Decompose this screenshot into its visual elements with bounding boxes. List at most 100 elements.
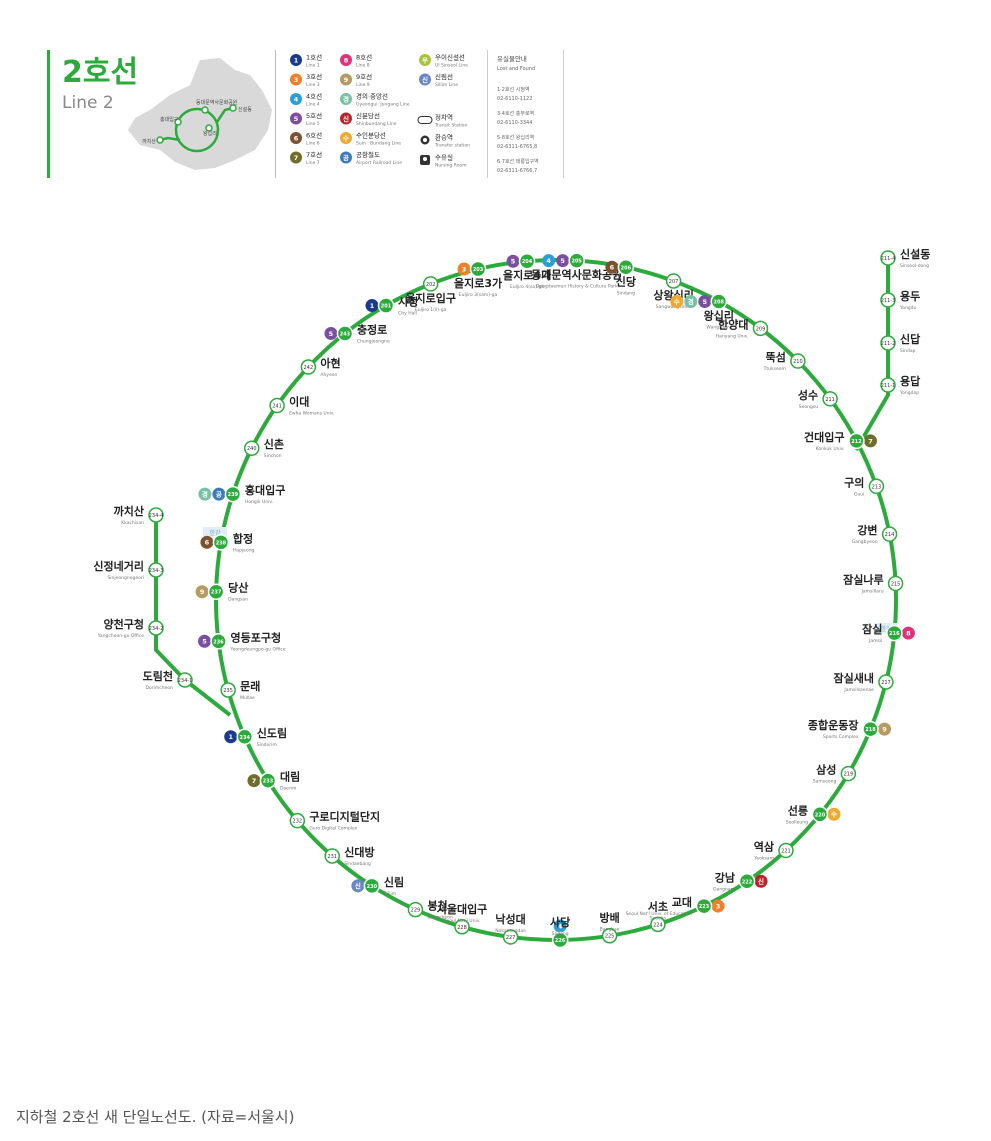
- map-header: 2호선 Line 2 동대문역사문화공원 신설동 왕십리 홍대입구 까치산: [47, 50, 564, 178]
- transfer-line-number: 수: [831, 811, 837, 819]
- station-code: 234-2: [149, 626, 164, 632]
- station-marker: [752, 320, 769, 337]
- station-name: 신촌: [264, 437, 284, 451]
- legend-line-name-en: Line 9: [356, 82, 370, 88]
- station-name: 시청: [398, 295, 418, 309]
- station-marker: [601, 927, 618, 944]
- station-code: 201: [381, 304, 392, 310]
- line-badge-icon: [340, 112, 352, 125]
- header-divider: [275, 50, 276, 178]
- station-name: 을지로입구: [405, 291, 456, 305]
- station-marker: [881, 526, 898, 542]
- legend-line-name: 3호선: [306, 72, 322, 81]
- station-code: 211-1: [881, 383, 896, 389]
- station-name: 강변: [857, 523, 877, 537]
- station-marker: [289, 812, 306, 829]
- transfer-station-marker: [862, 720, 879, 738]
- transfer-station-marker: [207, 583, 225, 600]
- legend-line-name-en: Sillim Line: [435, 82, 458, 88]
- station-code: 210: [793, 359, 803, 365]
- lost-found-entry-phone: 02-6311-6766,7: [497, 168, 537, 174]
- transfer-line-badge-icon: [684, 294, 698, 308]
- transfer-station-marker: [259, 772, 277, 789]
- transfer-line-number: 공: [216, 491, 222, 499]
- river-label: 한강: [880, 625, 892, 633]
- lost-and-found: 유실물안내 Lost and Found 1·2호선 시청역 02-6110-1…: [497, 54, 539, 174]
- transfer-line-badge-icon: [553, 919, 567, 933]
- transfer-line-number: 3: [716, 902, 721, 910]
- station-name-en: Konkuk Univ.: [816, 446, 845, 452]
- legend-line-name: 신림선: [435, 72, 453, 81]
- station-code: 211-4: [881, 256, 896, 262]
- station-name-en: Sindap: [900, 348, 916, 354]
- line2-route-map: 2호선 Line 2 동대문역사문화공원 신설동 왕십리 홍대입구 까치산: [47, 50, 931, 949]
- station-code: 226: [555, 938, 566, 944]
- line-badge-number: 우: [422, 55, 428, 64]
- lost-found-entry-label: 1·2호선 시청역: [497, 86, 530, 93]
- line-badge-number: 경: [343, 94, 349, 103]
- transit-station-icon: [417, 116, 433, 124]
- station-marker: [778, 842, 794, 859]
- transfer-line-number: 8: [906, 629, 911, 637]
- transfer-station-marker: [551, 931, 569, 949]
- transfer-line-badge-icon: [351, 879, 365, 893]
- line-badge-icon: [340, 151, 352, 164]
- transfer-line-number: 1: [370, 302, 375, 310]
- station-marker: [422, 276, 439, 292]
- station-name: 양천구청: [104, 617, 144, 631]
- station-code: 219: [844, 772, 854, 778]
- transfer-line-badge-icon: [457, 262, 471, 276]
